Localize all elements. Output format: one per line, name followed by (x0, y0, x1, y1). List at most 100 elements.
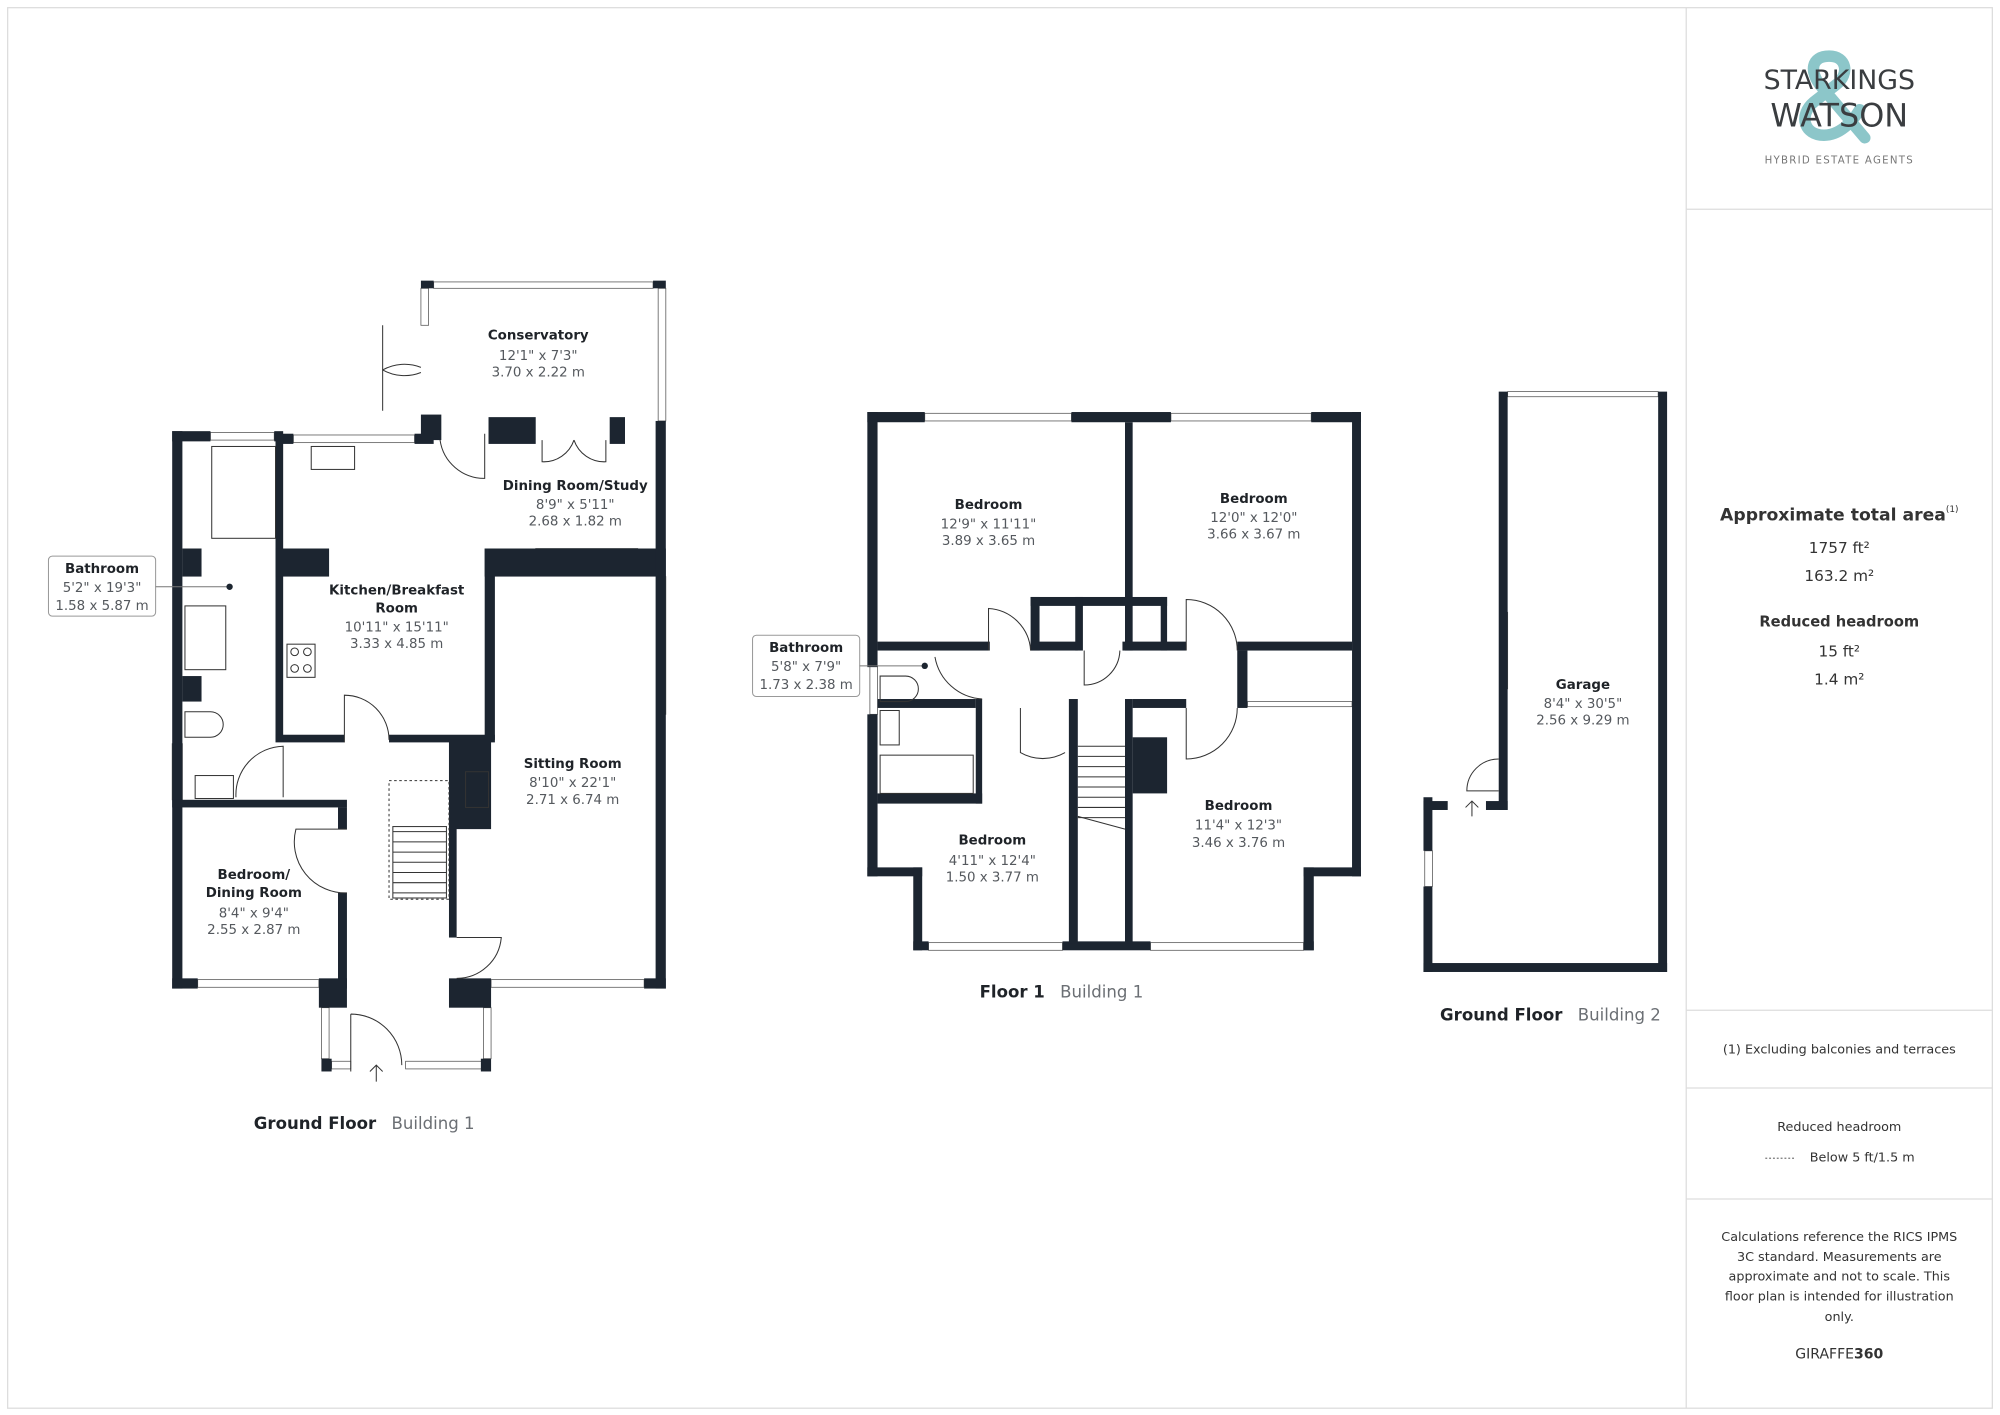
wall (338, 807, 347, 830)
legend-item: Below 5 ft/1.5 m (1810, 1151, 1915, 1166)
hob-ring (290, 647, 299, 657)
credit-part2: 360 (1854, 1347, 1884, 1363)
reduced-headroom-m: 1.4 m² (1814, 670, 1864, 688)
reduced-headroom-outline (388, 780, 450, 900)
wall (867, 867, 923, 877)
wall (448, 739, 492, 830)
wall (1237, 641, 1353, 651)
window (292, 434, 415, 444)
toilet (879, 675, 919, 703)
wall (1303, 867, 1314, 951)
wall (1125, 422, 1133, 651)
wall (1071, 412, 1171, 423)
wall (867, 714, 878, 877)
window (210, 432, 275, 441)
wall (1160, 596, 1168, 651)
door-swing (439, 433, 486, 479)
window (321, 1007, 330, 1060)
wall (1237, 650, 1248, 708)
wall (655, 420, 666, 989)
sink (194, 775, 234, 800)
room-name: Room (375, 601, 418, 616)
total-area-title: Approximate total area(1) (1720, 504, 1958, 525)
legend-title: Reduced headroom (1777, 1120, 1901, 1135)
wall (1132, 699, 1187, 708)
logo-ampersand-mark (1799, 50, 1871, 144)
wall (275, 433, 284, 740)
door-swing (382, 325, 422, 377)
room-dim-imperial: 8'4" x 30'5" (1544, 697, 1623, 712)
disclaimer-line: floor plan is intended for illustration (1725, 1290, 1954, 1305)
room-dim-metric: 1.50 x 3.77 m (946, 871, 1039, 886)
window (490, 979, 645, 988)
fireplace (465, 771, 490, 808)
wall (172, 799, 347, 808)
wall (867, 412, 878, 668)
door-swing (456, 937, 502, 979)
room-name: Bathroom (65, 562, 139, 577)
window (1150, 942, 1304, 951)
room-name: Garage (1556, 678, 1610, 693)
door-swing (573, 439, 607, 463)
room-name: Bedroom (955, 498, 1023, 513)
wall (1062, 941, 1151, 951)
door-swing (988, 607, 1032, 651)
wall (975, 699, 983, 804)
door-swing (293, 828, 347, 894)
wall (1122, 641, 1187, 651)
total-area-ft: 1757 ft² (1809, 539, 1870, 557)
door-swing (1185, 707, 1238, 760)
callout-dot (921, 662, 928, 670)
door-swing (350, 1013, 403, 1072)
room-name: Bedroom/ (218, 868, 291, 883)
wall (488, 417, 536, 444)
disclaimer-line: approximate and not to scale. This (1729, 1269, 1951, 1284)
disclaimer-line: only. (1825, 1310, 1854, 1325)
door-swing (541, 439, 575, 463)
wall (484, 548, 666, 577)
room-dim-metric: 2.71 x 6.74 m (526, 793, 619, 808)
floor-title-building: Building 1 (392, 1114, 475, 1133)
wall (1352, 412, 1361, 877)
room-dim-imperial: 4'11" x 12'4" (949, 854, 1036, 869)
door-swing (1185, 599, 1238, 651)
entrance-arrow-icon (1465, 800, 1479, 817)
wall (275, 548, 330, 577)
hob-ring (303, 647, 312, 657)
disclaimer: Calculations reference the RICS IPMS 3C … (1721, 1230, 1957, 1325)
window (1170, 412, 1312, 422)
room-dim-imperial: 12'1" x 7'3" (499, 349, 578, 364)
kitchen-sink (310, 445, 356, 470)
wall (877, 793, 983, 804)
total-area-title-text: Approximate total area (1720, 505, 1946, 525)
sheet-border (7, 7, 1993, 1409)
credit-part1: GIRAFFE (1795, 1347, 1854, 1363)
room-dim-imperial: 12'9" x 11'11" (941, 517, 1037, 532)
floor-title-name: Floor 1 (980, 982, 1045, 1001)
bathtub (211, 445, 277, 539)
wall (275, 433, 294, 444)
door-swing (343, 694, 390, 743)
stair-edge (1077, 815, 1126, 830)
wall (867, 412, 925, 423)
floor-title-building: Building 2 (1578, 1005, 1661, 1024)
wall (321, 1058, 332, 1072)
callout-dot (226, 583, 233, 590)
window (405, 1060, 483, 1070)
window (331, 1060, 352, 1070)
sink (879, 709, 900, 746)
room-dim-imperial: 10'11" x 15'11" (345, 621, 449, 636)
wall (484, 548, 495, 740)
window (197, 979, 320, 988)
window (483, 1007, 492, 1060)
wall (877, 641, 990, 651)
giraffe360-credit: GIRAFFE360 (1795, 1347, 1883, 1363)
door-swing (235, 745, 284, 798)
door-swing (1083, 650, 1121, 686)
wall (1658, 391, 1668, 972)
window (924, 412, 1072, 422)
bathroom-callout-box (47, 555, 157, 617)
room-name: Bedroom (1205, 799, 1273, 814)
room-dim-metric: 3.33 x 4.85 m (350, 637, 443, 652)
